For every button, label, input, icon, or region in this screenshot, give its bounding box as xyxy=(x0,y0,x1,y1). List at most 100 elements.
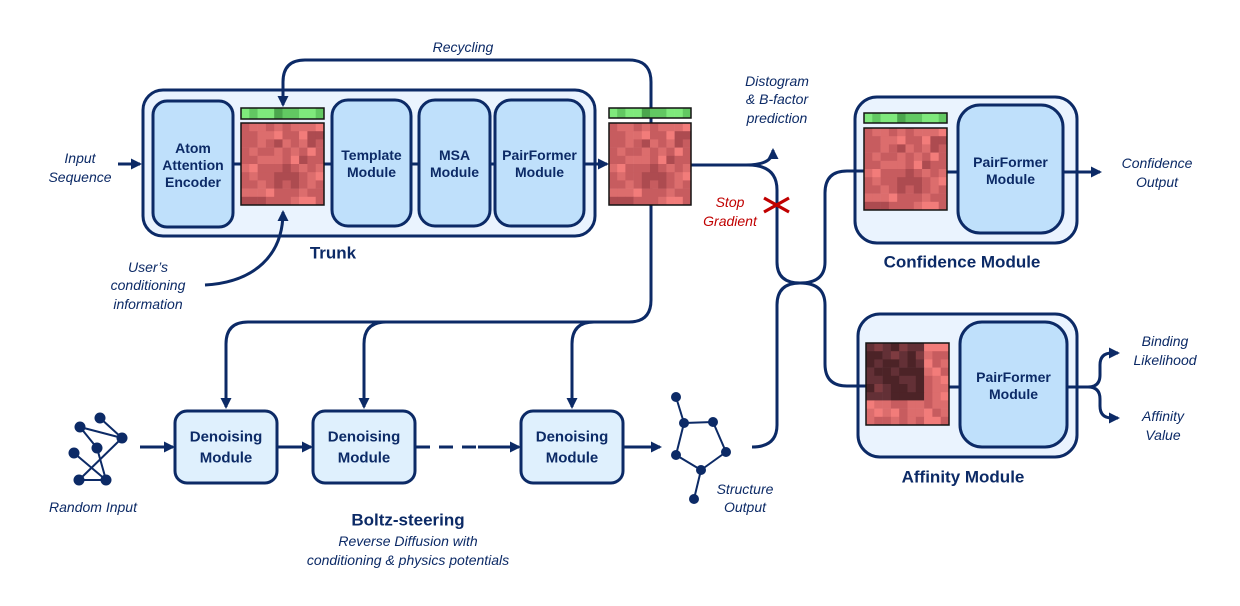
heatmap-cell xyxy=(666,172,675,181)
heatmap-cell xyxy=(299,139,308,148)
heatmap-cell xyxy=(924,416,933,426)
heatmap-cell xyxy=(905,185,915,194)
heatmap-cell xyxy=(257,139,267,148)
heatmap-cell xyxy=(666,164,675,173)
heatmap-cell xyxy=(650,131,659,140)
heatmap-cell xyxy=(864,201,873,211)
heatmap-cell xyxy=(666,131,675,140)
heatmap-cell xyxy=(633,196,643,206)
heatmap-outline xyxy=(865,342,950,426)
boltz-steering-subtitle: conditioning & physics potentials xyxy=(307,552,509,568)
heatmap-cell xyxy=(282,188,292,198)
heatmap-cell xyxy=(299,188,308,198)
denoising-module-2: Denoising Module xyxy=(311,409,417,485)
heatmap-cell xyxy=(864,160,873,170)
heatmap-cell xyxy=(674,188,684,198)
heatmap-cell xyxy=(888,152,898,162)
heatmap-cell xyxy=(633,147,643,157)
heatmap-cell xyxy=(241,180,250,189)
bar-cell xyxy=(913,113,923,123)
heatmap-cell xyxy=(938,193,948,203)
affinity-pairformer-box xyxy=(958,320,1069,449)
heatmap-cell xyxy=(938,160,948,170)
confidence-output-label: Confidence xyxy=(1122,155,1193,171)
heatmap-cell xyxy=(650,188,659,198)
denoising-module-box xyxy=(173,409,279,485)
trunk-single-representation-bar xyxy=(240,107,325,120)
bar-cell xyxy=(257,108,267,119)
module-label: Template xyxy=(341,147,402,163)
trunk-title: Trunk xyxy=(310,244,357,263)
heatmap-cell xyxy=(241,139,250,148)
heatmap-cell xyxy=(915,359,925,368)
affinity-value-arrow xyxy=(1087,385,1120,424)
heatmap-cell xyxy=(915,343,925,352)
stop-gradient-label: Stop xyxy=(716,194,745,210)
bar-cell xyxy=(315,108,325,119)
input-sequence-label: Sequence xyxy=(48,169,111,185)
heatmap-cell xyxy=(924,343,933,352)
heatmap-cell xyxy=(872,185,881,194)
heatmap-cell xyxy=(315,172,325,181)
atom-attention-encoder: Atom Attention Encoder xyxy=(151,99,235,229)
heatmap-cell xyxy=(930,128,939,137)
bar-cell xyxy=(617,108,626,118)
heatmap-cell xyxy=(641,147,651,157)
heatmap-cell xyxy=(890,392,900,401)
heatmap-cell xyxy=(650,180,659,189)
heatmap-cell xyxy=(249,188,258,198)
heatmap-cell xyxy=(633,123,643,132)
heatmap-cell xyxy=(930,201,939,211)
module-label: Denoising xyxy=(536,429,609,446)
heatmap-cell xyxy=(682,188,692,198)
bar-cell xyxy=(641,108,651,118)
heatmap-cell xyxy=(274,164,283,173)
heatmap-cell xyxy=(299,180,308,189)
heatmap-cell xyxy=(609,139,618,148)
bar-cell xyxy=(682,108,692,118)
heatmap-cell xyxy=(907,384,917,393)
heatmap-cell xyxy=(282,196,292,206)
heatmap-cell xyxy=(913,169,923,178)
bar-outline xyxy=(240,107,325,120)
heatmap-cell xyxy=(897,201,906,211)
binding-likelihood-label: Likelihood xyxy=(1133,352,1197,368)
distogram-arrow xyxy=(745,148,779,167)
heatmap-cell xyxy=(290,172,300,181)
heatmap-cell xyxy=(897,128,906,137)
heatmap-cell xyxy=(913,152,923,162)
heatmap-cell xyxy=(282,147,292,157)
heatmap-cell xyxy=(897,177,906,186)
module-label: PairFormer xyxy=(502,147,577,163)
heatmap-cell xyxy=(257,196,267,206)
bar-outline xyxy=(608,107,692,119)
heatmap-cell xyxy=(625,172,634,181)
heatmap-cell xyxy=(938,169,948,178)
heatmap-cell xyxy=(872,193,881,203)
heatmap-cell xyxy=(257,172,267,181)
heatmap-cell xyxy=(299,196,308,206)
heatmap-cell xyxy=(265,164,275,173)
heatmap-cell xyxy=(658,147,667,157)
heatmap-cell xyxy=(897,169,906,178)
heatmap-cell xyxy=(913,128,923,137)
heatmap-cell xyxy=(872,201,881,211)
heatmap-cell xyxy=(241,123,250,132)
msa-module-box xyxy=(417,98,492,228)
heatmap-cell xyxy=(650,172,659,181)
heatmap-cell xyxy=(872,177,881,186)
heatmap-cell xyxy=(315,139,325,148)
trunk-pairformer-box xyxy=(493,98,586,228)
heatmap-cell xyxy=(658,196,667,206)
heatmap-cell xyxy=(249,172,258,181)
module-label: Module xyxy=(989,386,1038,402)
heatmap-cell xyxy=(265,147,275,157)
heatmap-cell xyxy=(897,193,906,203)
heatmap-cell xyxy=(940,343,950,352)
heatmap-cell xyxy=(315,164,325,173)
bar-cell xyxy=(299,108,308,119)
heatmap-cell xyxy=(864,185,873,194)
heatmap-cell xyxy=(913,160,923,170)
bar-cell xyxy=(880,113,890,123)
heatmap-cell xyxy=(899,367,908,377)
